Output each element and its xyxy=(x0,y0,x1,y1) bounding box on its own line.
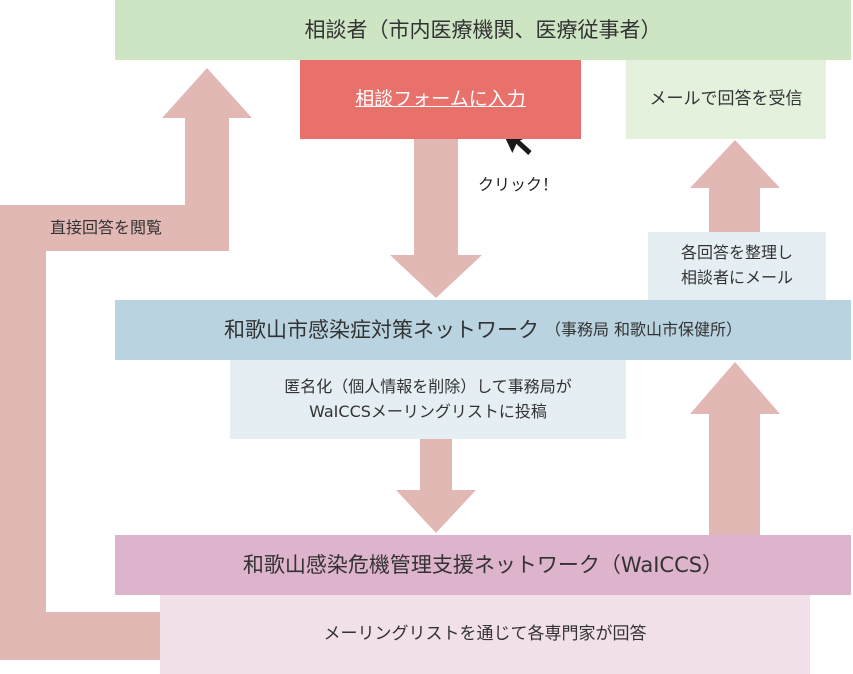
walccs-box: 和歌山感染危機管理支援ネットワーク（WaICCS） xyxy=(115,535,851,595)
arrow-up-icon xyxy=(690,362,780,535)
consultation-form-link[interactable]: 相談フォームに入力 xyxy=(355,87,526,110)
arrow-up-icon xyxy=(690,140,780,232)
mail-receive-label: メールで回答を受信 xyxy=(649,89,803,110)
arrow-down-icon xyxy=(396,439,476,533)
organize-line-2: 相談者にメール xyxy=(680,268,793,287)
organize-line-1: 各回答を整理し xyxy=(680,243,793,263)
walccs-label: 和歌山感染危機管理支援ネットワーク（WaICCS） xyxy=(242,552,724,577)
direct-view-return-arrow xyxy=(0,68,252,660)
network-subtitle: （事務局 和歌山市保健所） xyxy=(544,319,743,339)
expert-reply-box: メーリングリストを通じて各専門家が回答 xyxy=(160,595,810,674)
consultant-box: 相談者（市内医療機関、医療従事者） xyxy=(115,0,851,60)
network-box: 和歌山市感染症対策ネットワーク （事務局 和歌山市保健所） xyxy=(115,300,851,360)
click-label: クリック！ xyxy=(478,175,559,194)
direct-view-label: 直接回答を閲覧 xyxy=(50,218,163,237)
consultation-form-button[interactable]: 相談フォームに入力 xyxy=(300,60,581,139)
consultant-label: 相談者（市内医療機関、医療従事者） xyxy=(304,17,662,42)
organize-box: 各回答を整理し 相談者にメール xyxy=(648,232,826,300)
network-title: 和歌山市感染症対策ネットワーク xyxy=(223,317,539,342)
anonymize-line-1: 匿名化（個人情報を削除）して事務局が xyxy=(284,376,572,396)
anonymize-box: 匿名化（個人情報を削除）して事務局が WaICCSメーリングリストに投稿 xyxy=(230,360,626,439)
arrow-down-icon xyxy=(390,139,482,298)
anonymize-line-2: WaICCSメーリングリストに投稿 xyxy=(309,401,547,421)
expert-reply-label: メーリングリストを通じて各専門家が回答 xyxy=(323,624,647,645)
mail-receive-box: メールで回答を受信 xyxy=(626,60,826,139)
